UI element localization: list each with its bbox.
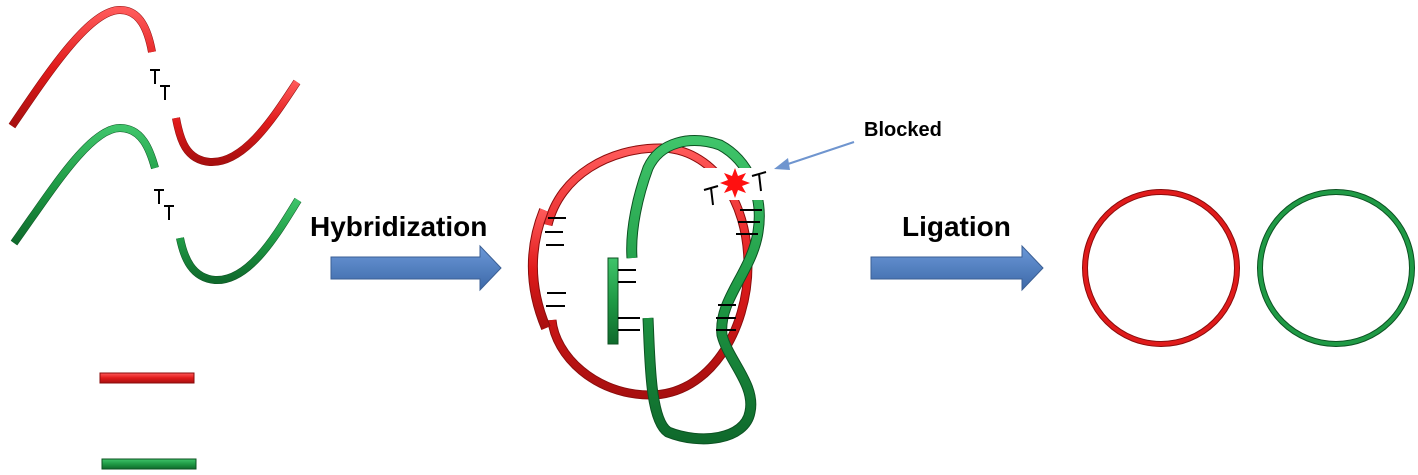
green-circularized-probe bbox=[1257, 189, 1415, 347]
blocked-callout-arrow bbox=[774, 141, 855, 170]
ligation-label: Ligation bbox=[902, 211, 1011, 242]
hybridization-label: Hybridization bbox=[310, 211, 487, 242]
ligation-arrow bbox=[870, 244, 1044, 292]
blocked-label: Blocked bbox=[864, 119, 942, 141]
green-target-strand bbox=[101, 458, 197, 470]
hybridization-arrow bbox=[330, 244, 502, 292]
red-padlock-probe bbox=[8, 5, 301, 166]
red-probe-tt-gap: TT bbox=[150, 69, 170, 100]
red-target-strand bbox=[99, 372, 195, 384]
blocked-burst-icon bbox=[720, 168, 750, 198]
green-padlock-probe bbox=[10, 123, 302, 284]
green-probe-tt-gap: TT bbox=[154, 189, 174, 220]
hybridized-complex: TT bbox=[528, 135, 767, 445]
red-circularized-probe bbox=[1082, 189, 1240, 347]
